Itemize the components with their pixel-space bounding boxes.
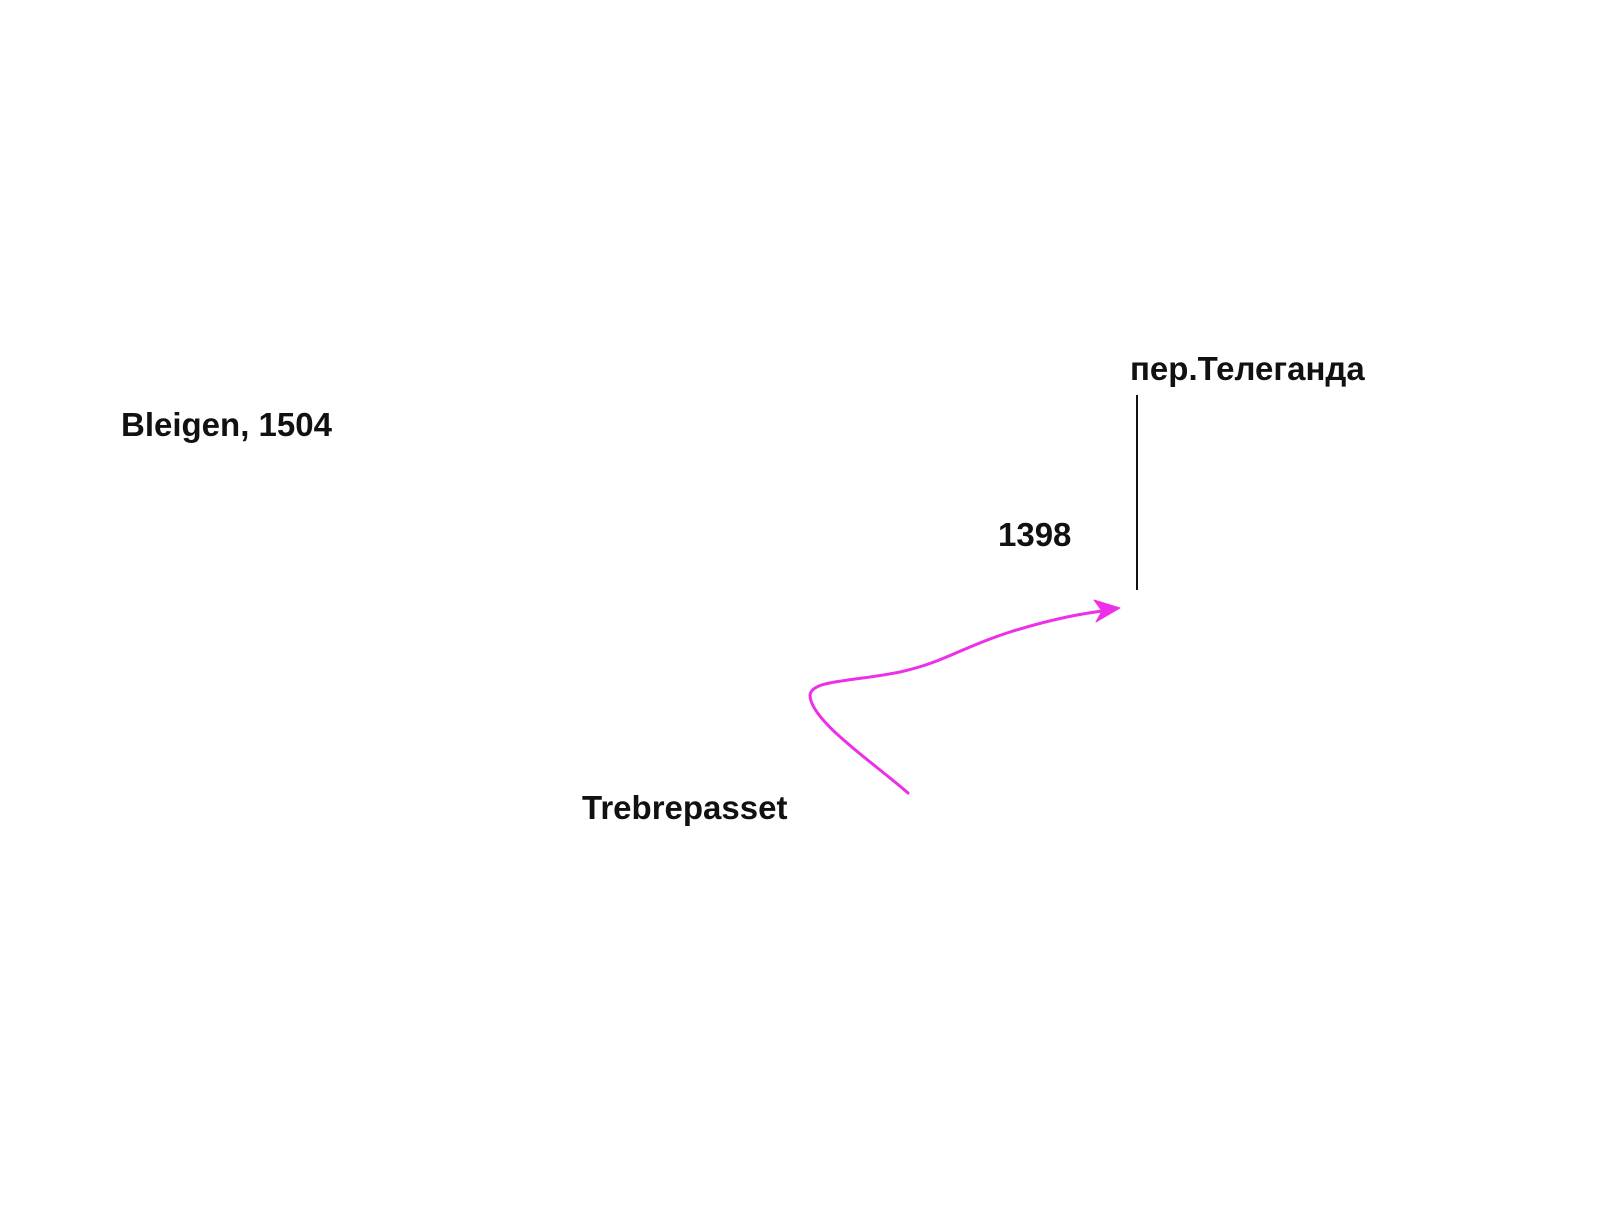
pass-label-telegands: пер.Телеганда: [1130, 350, 1365, 387]
route-arrow-path: [808, 608, 1112, 795]
route-arrowhead-icon: [1093, 599, 1121, 623]
place-label-trebrepasset: Trebrepasset: [582, 789, 788, 826]
place-label-bleigen: Bleigen, 1504: [121, 406, 332, 443]
elevation-label: 1398: [998, 516, 1072, 553]
